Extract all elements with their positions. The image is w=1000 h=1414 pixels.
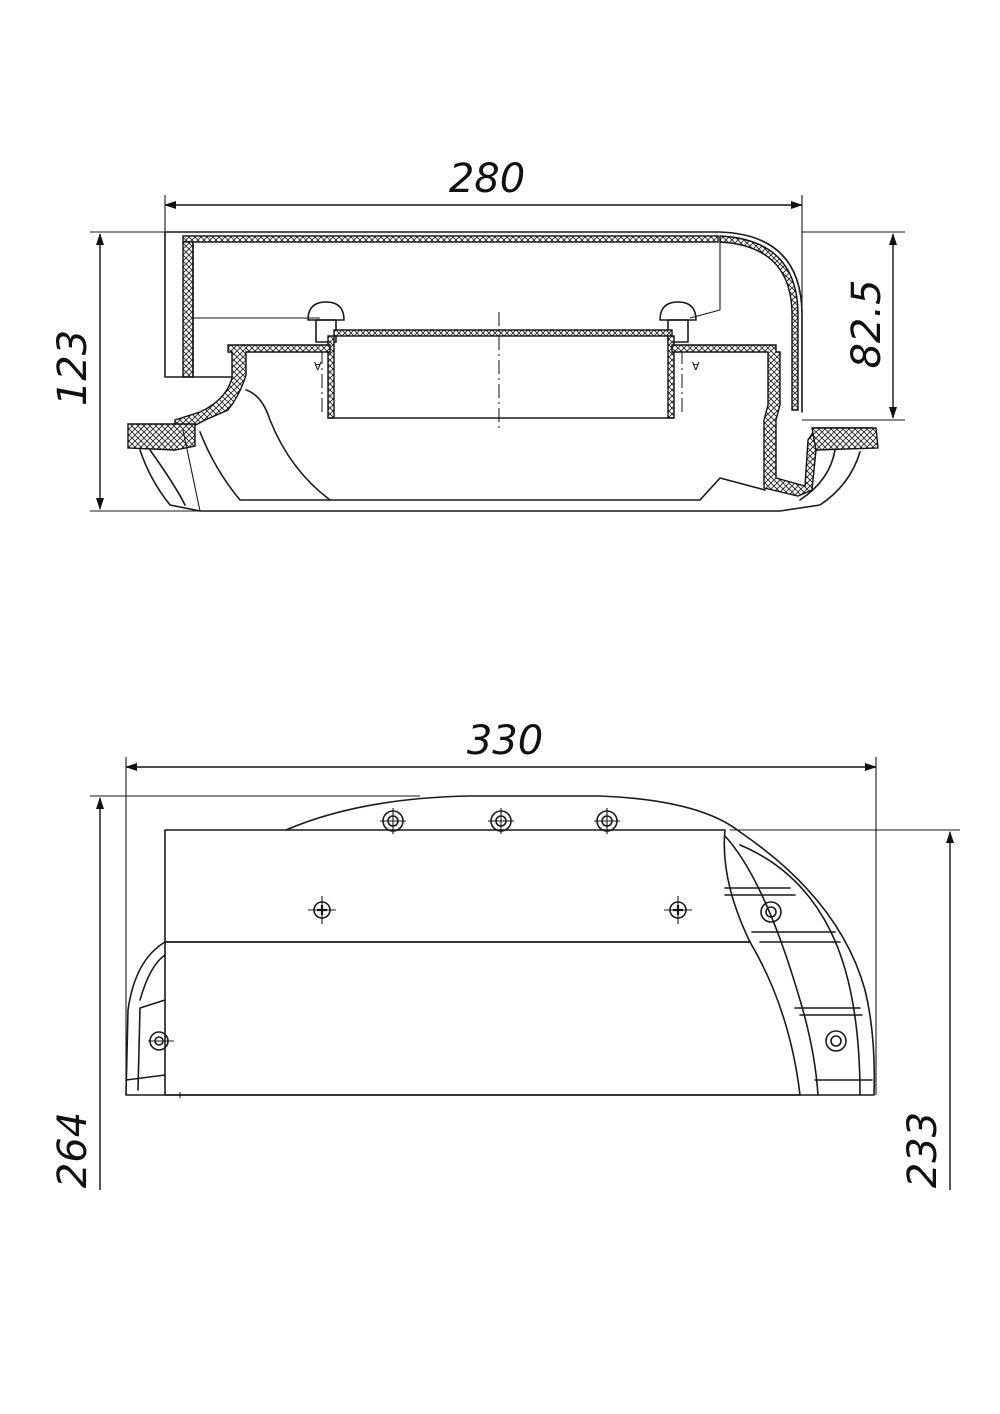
rim-screw-2 [488, 808, 514, 834]
drain-plan-outline [125, 795, 876, 1096]
dimension-width-330: 330 [125, 718, 877, 1095]
svg-text:∀: ∀ [692, 360, 700, 373]
side-section-view: 280 123 82.5 [50, 156, 905, 512]
width-330-label: 330 [467, 718, 543, 764]
height-264-label: 264 [50, 1112, 96, 1188]
dimension-height-264: 264 [50, 795, 420, 1190]
rim-screw-right-2 [825, 1030, 847, 1052]
rim-screw-left [148, 1031, 174, 1051]
inner-cup: ∀ ∀ [314, 312, 700, 432]
rim-screw-1 [380, 808, 406, 834]
svg-text:∀: ∀ [314, 360, 322, 373]
dimension-width-280: 280 [164, 156, 803, 412]
dimension-depth-82-5: 82.5 [802, 231, 905, 421]
phillips-screw-right [664, 896, 692, 924]
width-280-label: 280 [449, 156, 525, 202]
upper-frame [164, 231, 803, 413]
height-233-label: 233 [900, 1112, 946, 1188]
top-plan-view: 330 264 233 [50, 718, 960, 1190]
grate-plate [164, 829, 801, 1098]
dimension-height-233: 233 [730, 829, 960, 1190]
depth-82-5-label: 82.5 [844, 279, 890, 368]
rim-screw-3 [594, 808, 620, 834]
phillips-screw-left [308, 896, 336, 924]
drain-body [127, 344, 879, 512]
height-123-label: 123 [50, 330, 96, 406]
dimension-height-123: 123 [50, 231, 300, 512]
rim-screw-right-1 [760, 901, 782, 923]
